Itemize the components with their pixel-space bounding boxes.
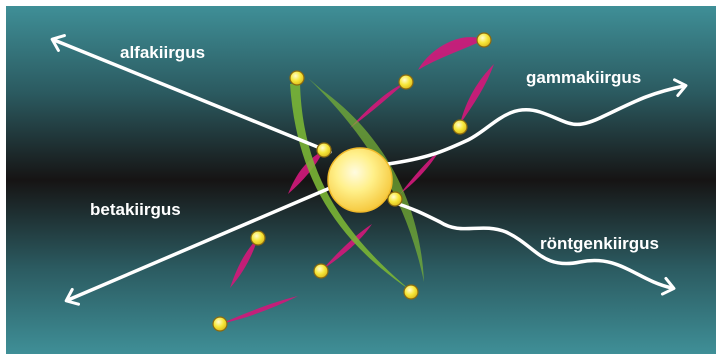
trail bbox=[460, 64, 494, 124]
electron bbox=[403, 284, 419, 300]
electron-trails bbox=[220, 37, 494, 324]
alpha-ray bbox=[50, 34, 332, 154]
electron bbox=[452, 119, 468, 135]
label-gammakiirgus: gammakiirgus bbox=[526, 68, 641, 87]
trail bbox=[220, 296, 298, 324]
electron bbox=[476, 32, 492, 48]
nucleus bbox=[327, 147, 393, 213]
electrons bbox=[212, 32, 492, 332]
trail bbox=[400, 150, 440, 194]
electron bbox=[289, 70, 305, 86]
trail bbox=[350, 82, 406, 128]
rays bbox=[50, 34, 688, 306]
trail bbox=[418, 37, 484, 70]
trail bbox=[288, 150, 324, 194]
gamma-ray bbox=[386, 78, 688, 166]
trail bbox=[322, 224, 372, 270]
label-rontgenkiirgus: röntgenkiirgus bbox=[540, 234, 659, 253]
electron bbox=[250, 230, 266, 246]
xray-ray bbox=[390, 200, 676, 296]
electron bbox=[212, 316, 228, 332]
electron bbox=[316, 142, 332, 158]
electron bbox=[398, 74, 414, 90]
beta-ray bbox=[64, 186, 332, 306]
label-betakiirgus: betakiirgus bbox=[90, 200, 181, 219]
electron bbox=[313, 263, 329, 279]
trail bbox=[230, 238, 258, 288]
label-alfakiirgus: alfakiirgus bbox=[120, 43, 205, 62]
electron bbox=[387, 191, 403, 207]
